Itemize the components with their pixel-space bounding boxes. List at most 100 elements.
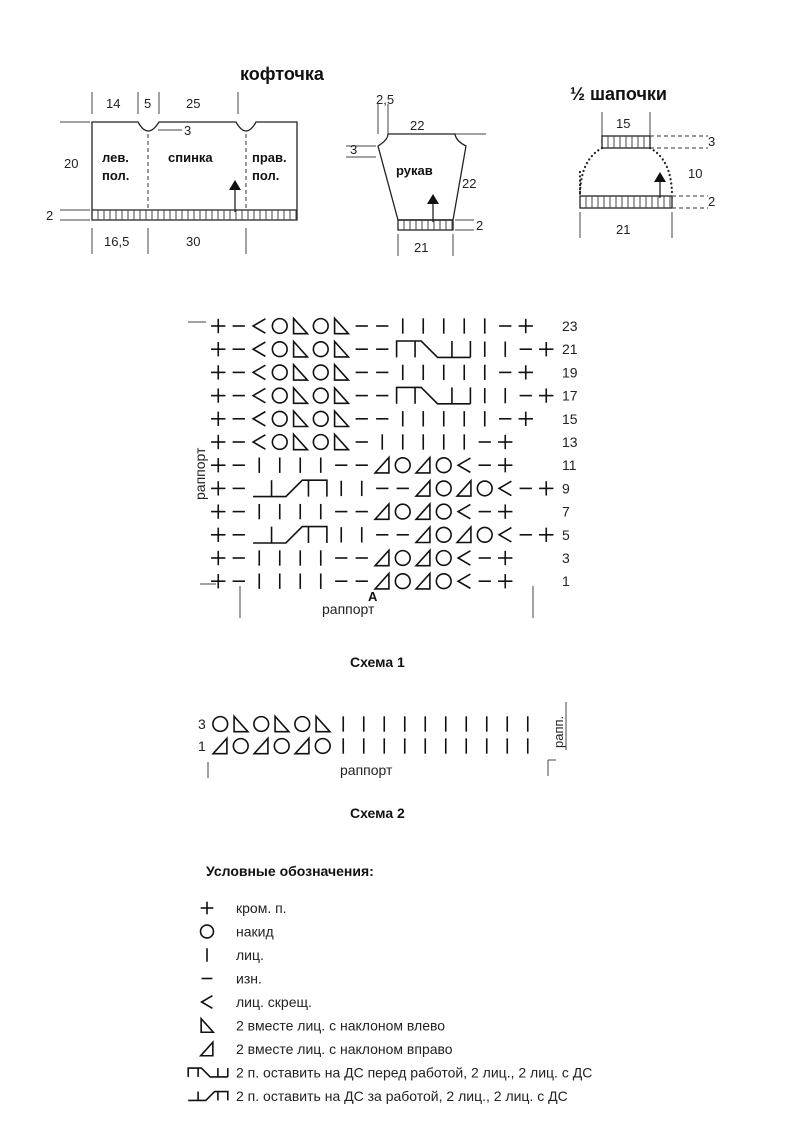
chart-row: 7 xyxy=(211,501,570,521)
circle-icon xyxy=(312,317,329,335)
circle-icon xyxy=(271,341,288,358)
circle-icon xyxy=(435,480,452,497)
row-number: 1 xyxy=(198,738,206,754)
legend-item-text: 2 п. оставить на ДС перед работой, 2 лиц… xyxy=(236,1065,592,1081)
chart-row: 19 xyxy=(211,362,578,381)
plus-icon xyxy=(211,318,226,334)
row-number: 15 xyxy=(562,411,578,427)
legend-item: лиц. xyxy=(206,947,264,963)
sleeve-rib-band xyxy=(403,220,453,230)
jacket-back-label: спинка xyxy=(168,150,213,165)
plus-icon xyxy=(211,550,226,566)
right-slant-triangle-icon xyxy=(293,736,310,755)
less-than-icon xyxy=(251,387,266,404)
legend-item: 2 вместе лиц. с наклоном вправо xyxy=(198,1040,453,1057)
jacket-schematic: кофточка 14 5 25 3 20 2 лев. пол. спинка… xyxy=(46,64,325,254)
legend-item-text: 2 вместе лиц. с наклоном вправо xyxy=(236,1041,453,1057)
legend: Условные обозначения: кром. п.накидлиц.и… xyxy=(187,863,592,1104)
plus-icon xyxy=(211,527,226,542)
less-than-icon xyxy=(251,341,266,358)
circle-icon xyxy=(435,457,452,474)
less-than-icon xyxy=(200,995,213,1009)
scheme2-side-label: рапп. xyxy=(551,716,566,748)
cable-back-icon xyxy=(253,525,328,544)
circle-icon xyxy=(271,433,288,451)
plus-icon xyxy=(211,365,226,380)
jacket-outline xyxy=(91,121,298,221)
circle-icon xyxy=(212,715,229,733)
left-slant-triangle-icon xyxy=(292,409,310,428)
right-slant-triangle-icon xyxy=(455,478,472,497)
circle-icon xyxy=(273,737,290,755)
less-than-icon xyxy=(456,503,471,520)
row-number: 3 xyxy=(198,716,206,732)
scheme2-chart: 31 раппорт рапп. Схема 2 xyxy=(198,702,567,821)
row-number: 5 xyxy=(562,527,570,543)
row-number: 23 xyxy=(562,318,578,334)
circle-icon xyxy=(312,364,329,381)
hat-top-band: 3 xyxy=(708,134,715,149)
plus-icon xyxy=(498,504,513,519)
legend-item-text: изн. xyxy=(236,971,262,987)
chart-row: 21 xyxy=(211,339,578,359)
right-slant-triangle-icon xyxy=(211,736,228,755)
legend-item-text: лиц. скрещ. xyxy=(236,994,312,1010)
left-slant-triangle-icon xyxy=(292,385,310,405)
jacket-direction-arrow-icon xyxy=(229,180,241,190)
chart-row: 15 xyxy=(211,409,578,428)
plus-icon xyxy=(211,342,226,357)
plus-icon xyxy=(518,411,533,426)
plus-icon xyxy=(211,574,226,589)
left-slant-triangle-icon xyxy=(274,714,291,733)
right-slant-triangle-icon xyxy=(414,525,431,544)
jacket-left-front-label-2: пол. xyxy=(102,168,129,183)
left-slant-triangle-icon xyxy=(233,714,250,733)
chart-row: 1 xyxy=(198,736,529,755)
circle-icon xyxy=(435,573,452,590)
legend-item-text: накид xyxy=(236,924,274,940)
plus-icon xyxy=(498,574,513,589)
plus-icon xyxy=(211,434,226,450)
plus-icon xyxy=(518,365,533,380)
plus-icon xyxy=(211,481,226,496)
plus-icon xyxy=(539,481,554,496)
sleeve-label: рукав xyxy=(396,163,433,178)
jacket-right-front-label-1: прав. xyxy=(252,150,287,165)
chart-row: 23 xyxy=(211,316,578,335)
cable-front-icon xyxy=(395,340,472,359)
row-number: 11 xyxy=(562,457,577,473)
scheme1-vertical-rapport: раппорт xyxy=(192,447,208,500)
circle-icon xyxy=(271,387,288,404)
plus-icon xyxy=(539,388,554,403)
right-slant-triangle-icon xyxy=(373,571,390,590)
row-number: 3 xyxy=(562,550,570,566)
legend-item-text: лиц. xyxy=(236,947,264,963)
circle-icon xyxy=(314,737,331,755)
circle-icon xyxy=(435,526,452,543)
legend-item: кром. п. xyxy=(200,900,287,916)
row-number: 7 xyxy=(562,504,570,520)
less-than-icon xyxy=(251,318,266,334)
scheme1-rapport: раппорт xyxy=(322,601,375,617)
hat-rib-band xyxy=(585,196,671,208)
plus-icon xyxy=(498,458,513,473)
left-slant-triangle-icon xyxy=(292,339,310,358)
scheme2-title: Схема 2 xyxy=(350,805,405,821)
circle-icon xyxy=(271,317,288,335)
row-number: 21 xyxy=(562,341,578,357)
circle-icon xyxy=(394,549,411,567)
jacket-top-dim-2: 5 xyxy=(144,96,151,111)
sleeve-band: 2 xyxy=(476,218,483,233)
jacket-bottom-dim-2: 30 xyxy=(186,234,200,249)
cable-front-icon xyxy=(187,1067,229,1078)
jacket-height: 20 xyxy=(64,156,78,171)
sleeve-top-offset: 2,5 xyxy=(376,92,394,107)
circle-icon xyxy=(312,341,329,358)
sleeve-cap: 3 xyxy=(350,142,357,157)
left-slant-triangle-icon xyxy=(292,362,310,381)
less-than-icon xyxy=(497,480,512,497)
jacket-neck-depth: 3 xyxy=(184,123,191,138)
less-than-icon xyxy=(251,364,266,381)
legend-item: 2 вместе лиц. с наклоном влево xyxy=(200,1016,445,1034)
